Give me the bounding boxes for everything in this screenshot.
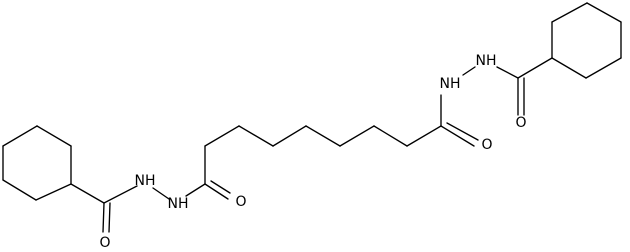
atom-label-left-nh-lower: NH — [168, 196, 189, 212]
bond — [204, 125, 240, 147]
bond — [462, 66, 476, 76]
atom-label-left-nh-upper: NH — [135, 173, 156, 189]
atom-label-right-nh-upper: NH — [476, 53, 497, 69]
bond — [70, 183, 105, 204]
carbonyl-bond — [440, 125, 475, 147]
carbonyl-bond — [210, 180, 231, 194]
bond — [36, 125, 72, 147]
right-hydrazide-group — [462, 57, 553, 116]
bond — [585, 57, 622, 79]
atom-label-right-nh-lower: NH — [440, 76, 461, 92]
bond — [185, 183, 206, 197]
bond — [373, 125, 408, 147]
atom-label-right-ketone-oxygen: O — [515, 115, 526, 131]
atom-label-chain-right-oxygen: O — [481, 137, 492, 153]
bond — [339, 125, 375, 147]
bond — [2, 125, 38, 147]
atom-labels: O NH NH O O NH NH O — [99, 53, 526, 251]
left-cyclohexane-ring — [2, 125, 72, 201]
bond — [305, 125, 341, 147]
carbonyl-bond — [102, 202, 105, 233]
carbonyl-bond — [446, 122, 479, 141]
carbonyl-bond — [108, 202, 111, 233]
bond — [35, 183, 72, 201]
bond — [551, 57, 587, 79]
atom-label-chain-left-oxygen: O — [235, 194, 246, 210]
bond — [152, 187, 170, 200]
bond — [103, 185, 138, 204]
bond — [517, 57, 553, 79]
bond — [2, 179, 37, 201]
left-hydrazide-group — [70, 183, 206, 233]
carbonyl-bond — [204, 183, 229, 200]
central-chain — [204, 94, 479, 200]
right-cyclohexane-ring — [551, 2, 622, 79]
atom-label-left-ketone-oxygen: O — [99, 235, 110, 251]
bond — [272, 125, 307, 147]
bond — [406, 125, 442, 147]
bond — [238, 125, 274, 147]
bond — [496, 66, 519, 79]
bond — [551, 2, 588, 23]
bond — [586, 2, 622, 23]
